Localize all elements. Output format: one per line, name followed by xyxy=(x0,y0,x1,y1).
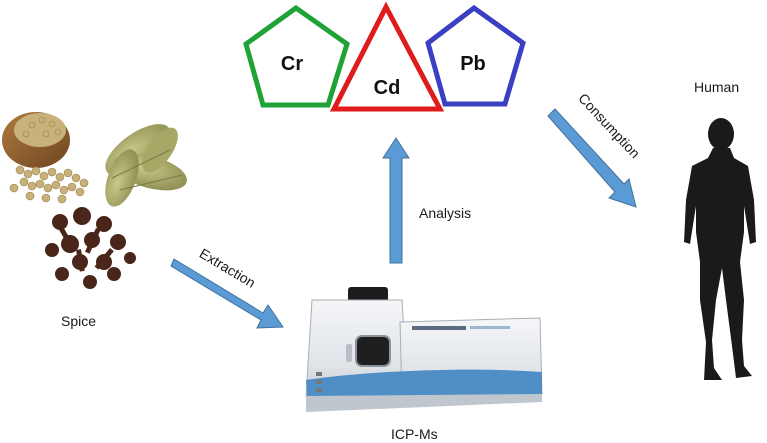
instrument-window xyxy=(355,335,391,367)
pb-pentagon-shape xyxy=(425,4,526,107)
instrument-logo-strip xyxy=(412,326,466,330)
human-label: Human xyxy=(694,79,740,95)
extraction-arrow xyxy=(170,258,284,329)
cr-pentagon: Cr xyxy=(243,4,350,108)
analysis-label: Analysis xyxy=(419,205,472,221)
cr-label: Cr xyxy=(281,53,303,75)
spice-label: Spice xyxy=(61,313,97,329)
human-silhouette xyxy=(684,118,756,380)
icp-ms-label: ICP-Ms xyxy=(391,426,438,442)
icp-ms-instrument xyxy=(305,287,543,412)
cd-triangle-shape xyxy=(329,1,445,112)
cd-triangle: Cd xyxy=(329,1,445,112)
spice-photo xyxy=(2,112,187,289)
cr-pentagon-shape xyxy=(243,4,350,108)
bay-leaves xyxy=(105,124,187,207)
cloves xyxy=(45,207,136,289)
pb-pentagon: Pb xyxy=(425,4,526,107)
cd-label: Cd xyxy=(374,77,401,99)
pb-label: Pb xyxy=(460,53,486,75)
analysis-arrow xyxy=(382,137,410,264)
coriander-seeds xyxy=(9,116,89,204)
consumption-arrow xyxy=(547,108,637,208)
instrument-vents xyxy=(316,372,322,392)
